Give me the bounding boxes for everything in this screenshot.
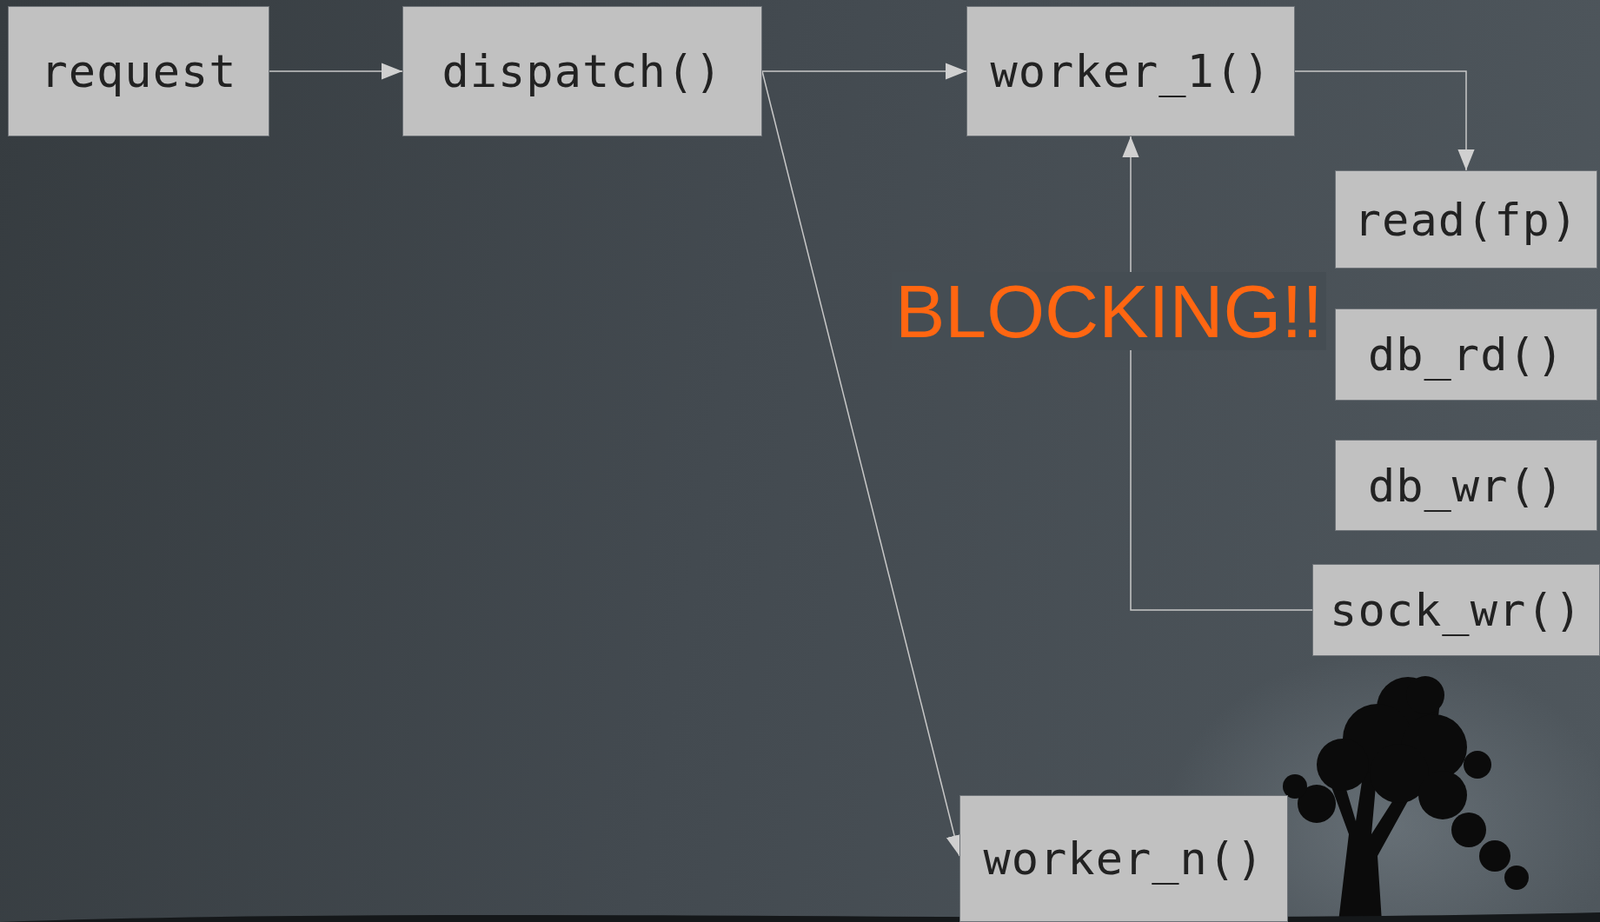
process-box: read(fp) <box>1334 170 1598 269</box>
warning-label: BLOCKING!! <box>891 272 1327 351</box>
flow-arrow <box>1130 136 1313 611</box>
process-box: sock_wr() <box>1312 564 1600 657</box>
function-name: dispatch() <box>441 45 723 98</box>
process-box: db_rd() <box>1334 308 1598 401</box>
function-name: sock_wr() <box>1329 584 1583 637</box>
ground-strip <box>0 912 1600 922</box>
function-name: request <box>39 45 237 98</box>
flow-arrow <box>269 70 403 73</box>
process-box: worker_n() <box>959 795 1288 922</box>
function-name: read(fp) <box>1354 193 1579 246</box>
function-name: db_rd() <box>1367 328 1565 381</box>
flow-arrow <box>762 71 960 857</box>
process-box: dispatch() <box>402 6 763 137</box>
function-name: worker_n() <box>982 832 1264 885</box>
flow-arrow <box>762 70 967 73</box>
function-name: db_wr() <box>1367 459 1565 512</box>
function-name: worker_1() <box>989 45 1271 98</box>
flow-arrow <box>1294 71 1467 171</box>
process-box: db_wr() <box>1334 439 1598 532</box>
process-box: request <box>7 6 270 137</box>
process-box: worker_1() <box>966 6 1295 137</box>
tree-silhouette <box>1282 676 1529 922</box>
